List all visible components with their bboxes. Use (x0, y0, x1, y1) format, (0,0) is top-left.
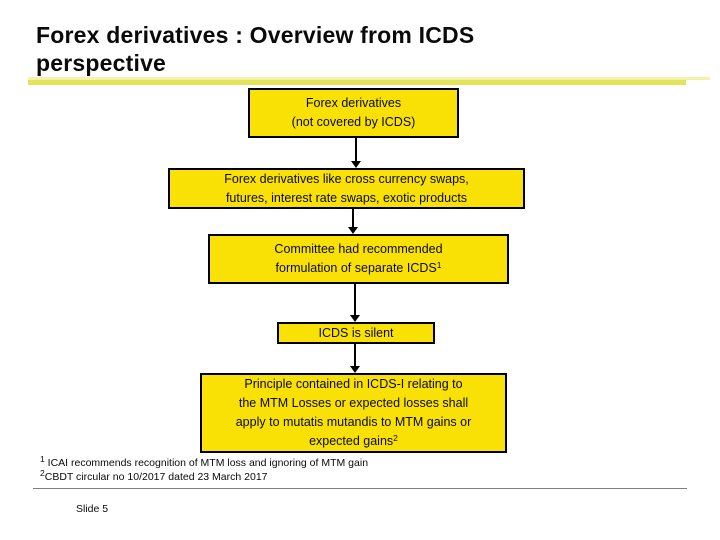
flow-arrow-down-2 (348, 209, 358, 234)
flowchart-box-derivative-types: Forex derivatives like cross currency sw… (168, 168, 525, 209)
footnote-ref-2: 2 (393, 433, 398, 443)
footnote-1: 1 ICAI recommends recognition of MTM los… (40, 454, 369, 470)
arrow-stem (352, 209, 354, 229)
arrow-stem (354, 344, 356, 368)
box-text-line: Principle contained in ICDS-I relating t… (244, 377, 463, 391)
flow-arrow-down-1 (351, 138, 361, 168)
footnote-ref-1: 1 (436, 260, 442, 270)
footnote-2-marker: 2 (40, 468, 45, 478)
slide-number: Slide 5 (76, 503, 109, 515)
arrow-stem (354, 284, 356, 317)
flow-arrow-down-3 (350, 284, 360, 322)
footnote-2: 2CBDT circular no 10/2017 dated 23 March… (40, 468, 368, 484)
arrow-head-icon (348, 227, 358, 234)
box-text-line: (not covered by ICDS) (291, 115, 416, 129)
arrow-head-icon (350, 315, 360, 322)
flowchart-box-committee-recommendation: Committee had recommended formulation of… (208, 234, 509, 284)
flow-arrow-down-4 (350, 344, 360, 373)
footnotes: 1 ICAI recommends recognition of MTM los… (40, 454, 369, 484)
box-text-line: Committee had recommended (274, 242, 443, 256)
title-underline-light (28, 77, 710, 80)
page-title: Forex derivatives : Overview from ICDS p… (36, 21, 474, 77)
box-text-line: apply to mutatis mutandis to MTM gains o… (235, 415, 472, 429)
box-text-line: futures, interest rate swaps, exotic pro… (225, 190, 468, 205)
flowchart-box-forex-derivatives: Forex derivatives (not covered by ICDS) (248, 88, 459, 138)
page-title-line1: Forex derivatives : Overview from ICDS (36, 22, 475, 48)
title-underline (28, 80, 686, 85)
arrow-head-icon (350, 366, 360, 373)
box-text-fragment: formulation of separate ICDS (275, 261, 437, 275)
box-text-line: Forex derivatives like cross currency sw… (224, 171, 469, 186)
box-text-line: Forex derivatives (305, 96, 402, 110)
box-text-line: formulation of separate ICDS1 (210, 259, 507, 278)
box-text-fragment: expected gains (309, 434, 394, 448)
page-title-line2: perspective (36, 50, 167, 76)
flowchart-box-icds-principle: Principle contained in ICDS-I relating t… (200, 373, 507, 453)
footnote-2-text: CBDT circular no 10/2017 dated 23 March … (44, 471, 268, 483)
arrow-head-icon (351, 161, 361, 168)
box-text-line: expected gains2 (202, 432, 505, 451)
footnote-1-marker: 1 (40, 454, 45, 464)
box-text-line: ICDS is silent (318, 325, 394, 340)
flowchart-box-icds-silent: ICDS is silent (277, 322, 435, 344)
footnote-1-text: ICAI recommends recognition of MTM loss … (44, 457, 369, 469)
box-text-line: the MTM Losses or expected losses shall (238, 396, 469, 410)
footer-divider (33, 488, 687, 489)
arrow-stem (355, 138, 357, 163)
